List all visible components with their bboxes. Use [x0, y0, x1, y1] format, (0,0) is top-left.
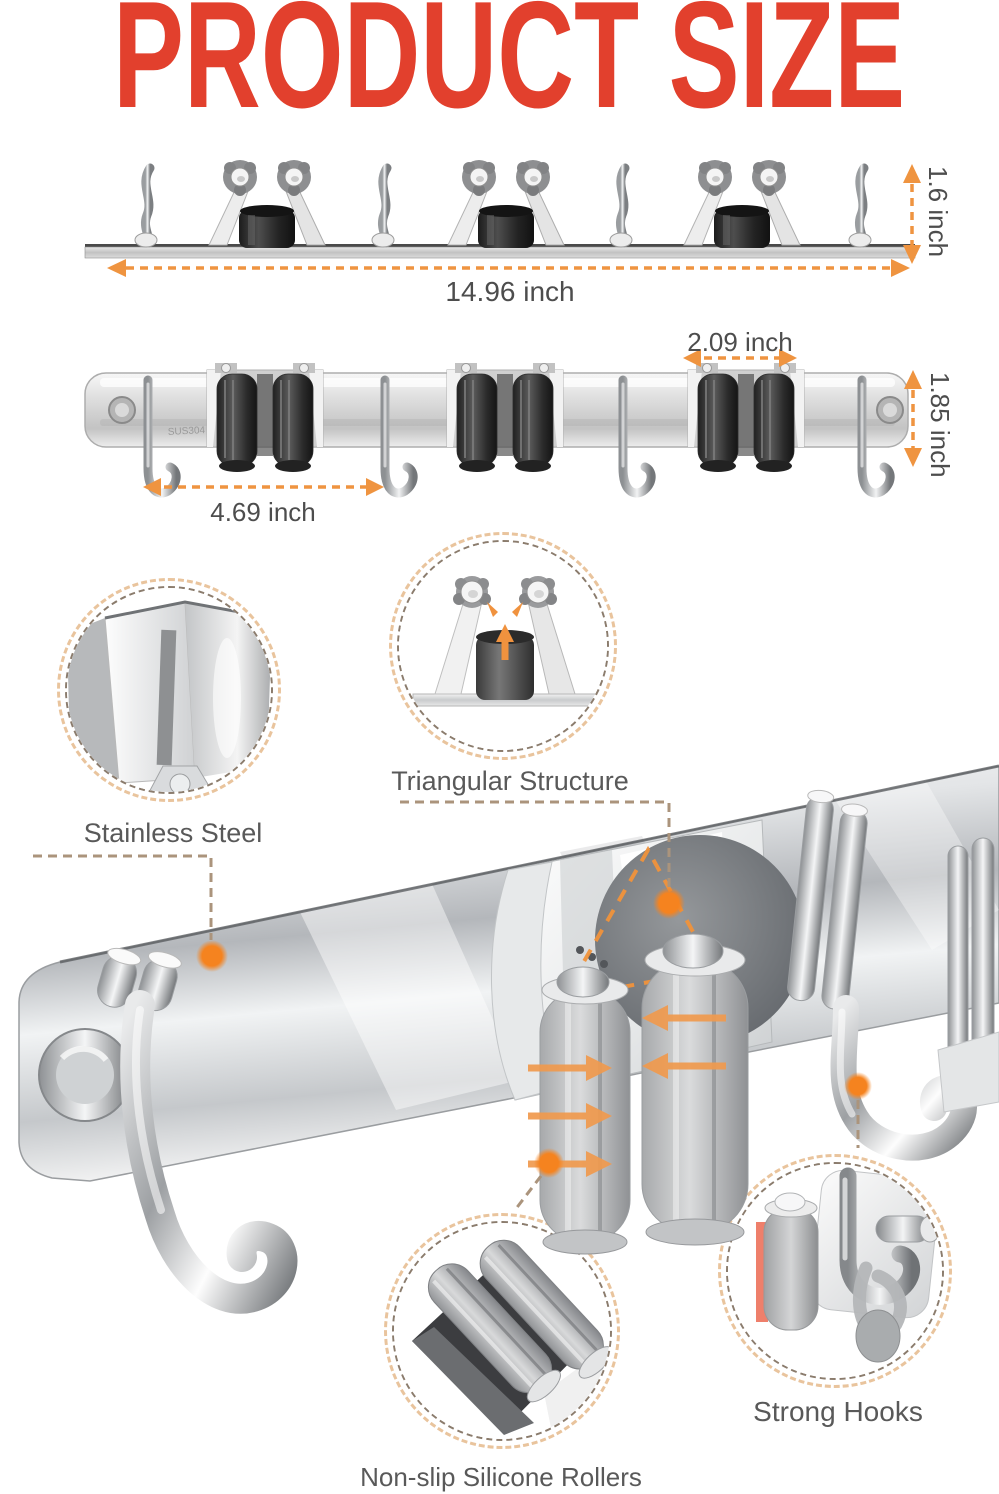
right-edge-clamp-fragment: [937, 837, 999, 1113]
mounting-screw: [38, 1028, 132, 1122]
triangular-structure-photo: [399, 542, 607, 750]
stainless-steel-leader-line: [33, 854, 213, 940]
dim-arrow-bar-height: [904, 370, 922, 467]
strong-hooks-photo: [728, 1164, 942, 1378]
steel-grade-marking: SUS304: [168, 425, 206, 438]
dim-arrow-hook-spacing: [143, 478, 384, 496]
dim-arrow-depth: [903, 164, 921, 264]
callout-triangular-structure-label: Triangular Structure: [391, 766, 629, 796]
dim-bar-height-label: 1.85 inch: [925, 372, 955, 478]
front-view-clamp: [687, 363, 805, 472]
front-view-diagram: SUS304: [84, 349, 922, 498]
triangular-structure-leader-line: [400, 800, 671, 888]
dim-arrow-width: [107, 259, 910, 277]
stainless-steel-dot: [196, 940, 228, 972]
dim-width-label: 14.96 inch: [445, 276, 575, 307]
top-view-clamp: [683, 160, 801, 248]
strong-hooks-dot: [844, 1072, 872, 1100]
front-view-clamp: [206, 363, 324, 472]
callout-circle-non-slip-rollers: [384, 1213, 620, 1449]
dim-arrow-clamp-width: [683, 349, 797, 367]
top-view-clamps: [208, 160, 801, 248]
front-view-hooks: [143, 375, 895, 498]
non-slip-rollers-dot: [534, 1148, 564, 1178]
triangular-structure-dot: [653, 887, 685, 919]
main-product-photo: [18, 764, 999, 1314]
callout-stainless-steel-label: Stainless Steel: [83, 818, 263, 848]
callout-non-slip-rollers-label: Non-slip Silicone Rollers: [360, 1462, 642, 1492]
top-view-clamp: [208, 160, 326, 248]
top-view-hooks: [134, 163, 872, 248]
non-slip-rollers-leader-line: [513, 1175, 543, 1211]
callout-circle-strong-hooks: [718, 1154, 952, 1388]
callout-circle-triangular-structure: [389, 532, 617, 760]
dim-hook-spacing-label: 4.69 inch: [210, 497, 316, 527]
non-slip-rollers-photo: [394, 1223, 610, 1439]
stainless-steel-photo: [67, 588, 271, 792]
outward-force-arrows: [487, 602, 523, 660]
dim-depth-label: 1.6 inch: [923, 166, 953, 258]
dim-clamp-width-label: 2.09 inch: [687, 327, 793, 357]
callout-strong-hooks-label: Strong Hooks: [753, 1396, 923, 1427]
silicone-roller-right: [641, 933, 749, 1246]
callout-circle-stainless-steel: [57, 578, 281, 802]
top-view-clamp: [447, 160, 565, 248]
left-hook: [97, 947, 298, 1314]
top-view-diagram: [84, 160, 921, 277]
front-view-clamps: [206, 363, 805, 472]
page-title: PRODUCT SIZE: [113, 0, 906, 140]
front-view-clamp: [446, 363, 564, 472]
